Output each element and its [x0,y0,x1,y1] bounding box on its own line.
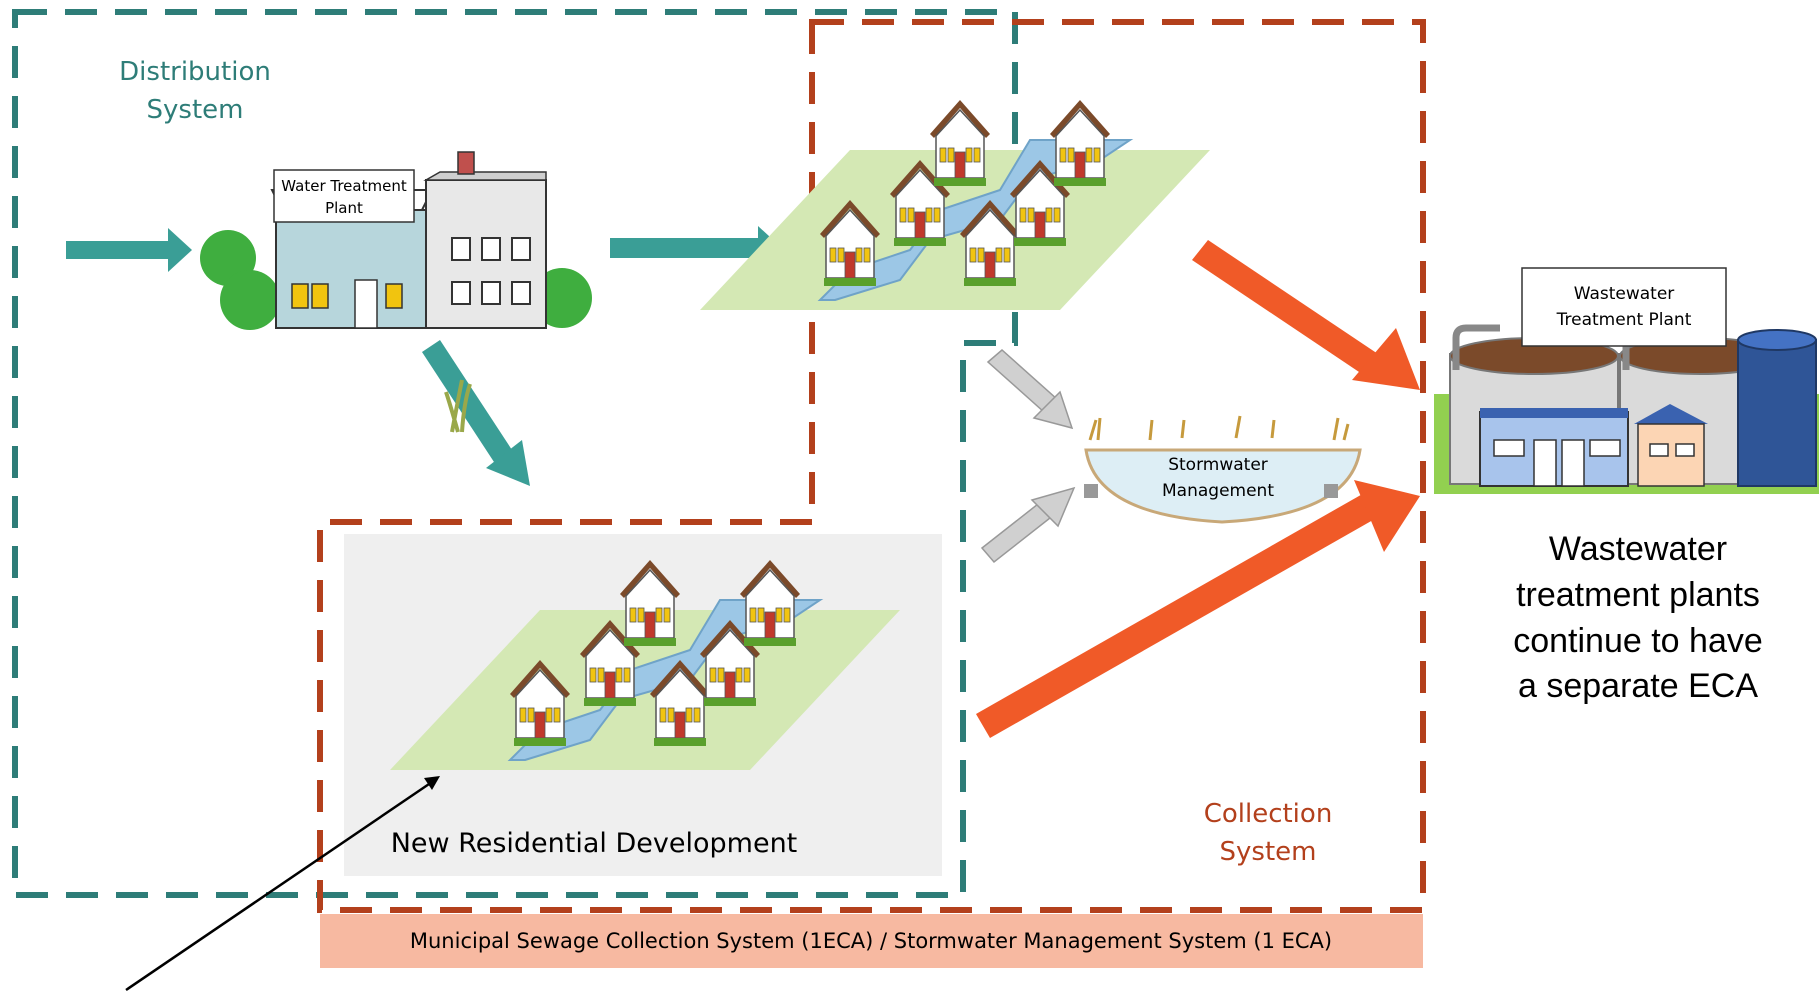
water-treatment-plant-label: Water Treatment [281,177,407,195]
stormwater-label-2: Management [1162,481,1274,501]
grey-arrow-upper [986,349,1074,430]
stormwater-pond-icon [1084,415,1362,524]
distribution-system-label-2: System [147,95,244,125]
water-treatment-plant-icon [200,151,592,330]
distribution-system-boundary [12,9,1018,898]
inflow-arrow [66,228,192,272]
plant-to-new-development-arrow [422,340,530,486]
separate-eca-note-line4: a separate ECA [1518,667,1758,705]
existing-neighborhood-icon [700,100,1210,310]
orange-arrow-lower [976,480,1420,738]
stormwater-label: Stormwater [1168,455,1268,475]
separate-eca-note-line3: continue to have [1513,622,1763,660]
orange-arrow-upper [1192,240,1420,390]
collection-system-label: Collection [1204,799,1333,829]
eca-banner [320,914,1423,968]
separate-eca-note-line2: treatment plants [1516,576,1760,614]
eca-banner-text: Municipal Sewage Collection System (1ECA… [410,929,1332,953]
new-development-label: New Residential Development [391,828,798,859]
collection-system-boundary [317,19,1426,913]
separate-eca-note-line1: Wastewater [1549,530,1727,568]
water-treatment-plant-label-2: Plant [325,199,363,217]
wastewater-plant-label-2: Treatment Plant [1556,310,1692,330]
grass-icon [444,379,472,433]
pointer-arrow [125,776,440,992]
grey-arrow-lower [980,486,1076,564]
collection-system-label-2: System [1220,837,1317,867]
wastewater-treatment-plant-icon [1434,267,1819,494]
distribution-system-label: Distribution [119,57,271,87]
wastewater-plant-label: Wastewater [1574,284,1675,304]
